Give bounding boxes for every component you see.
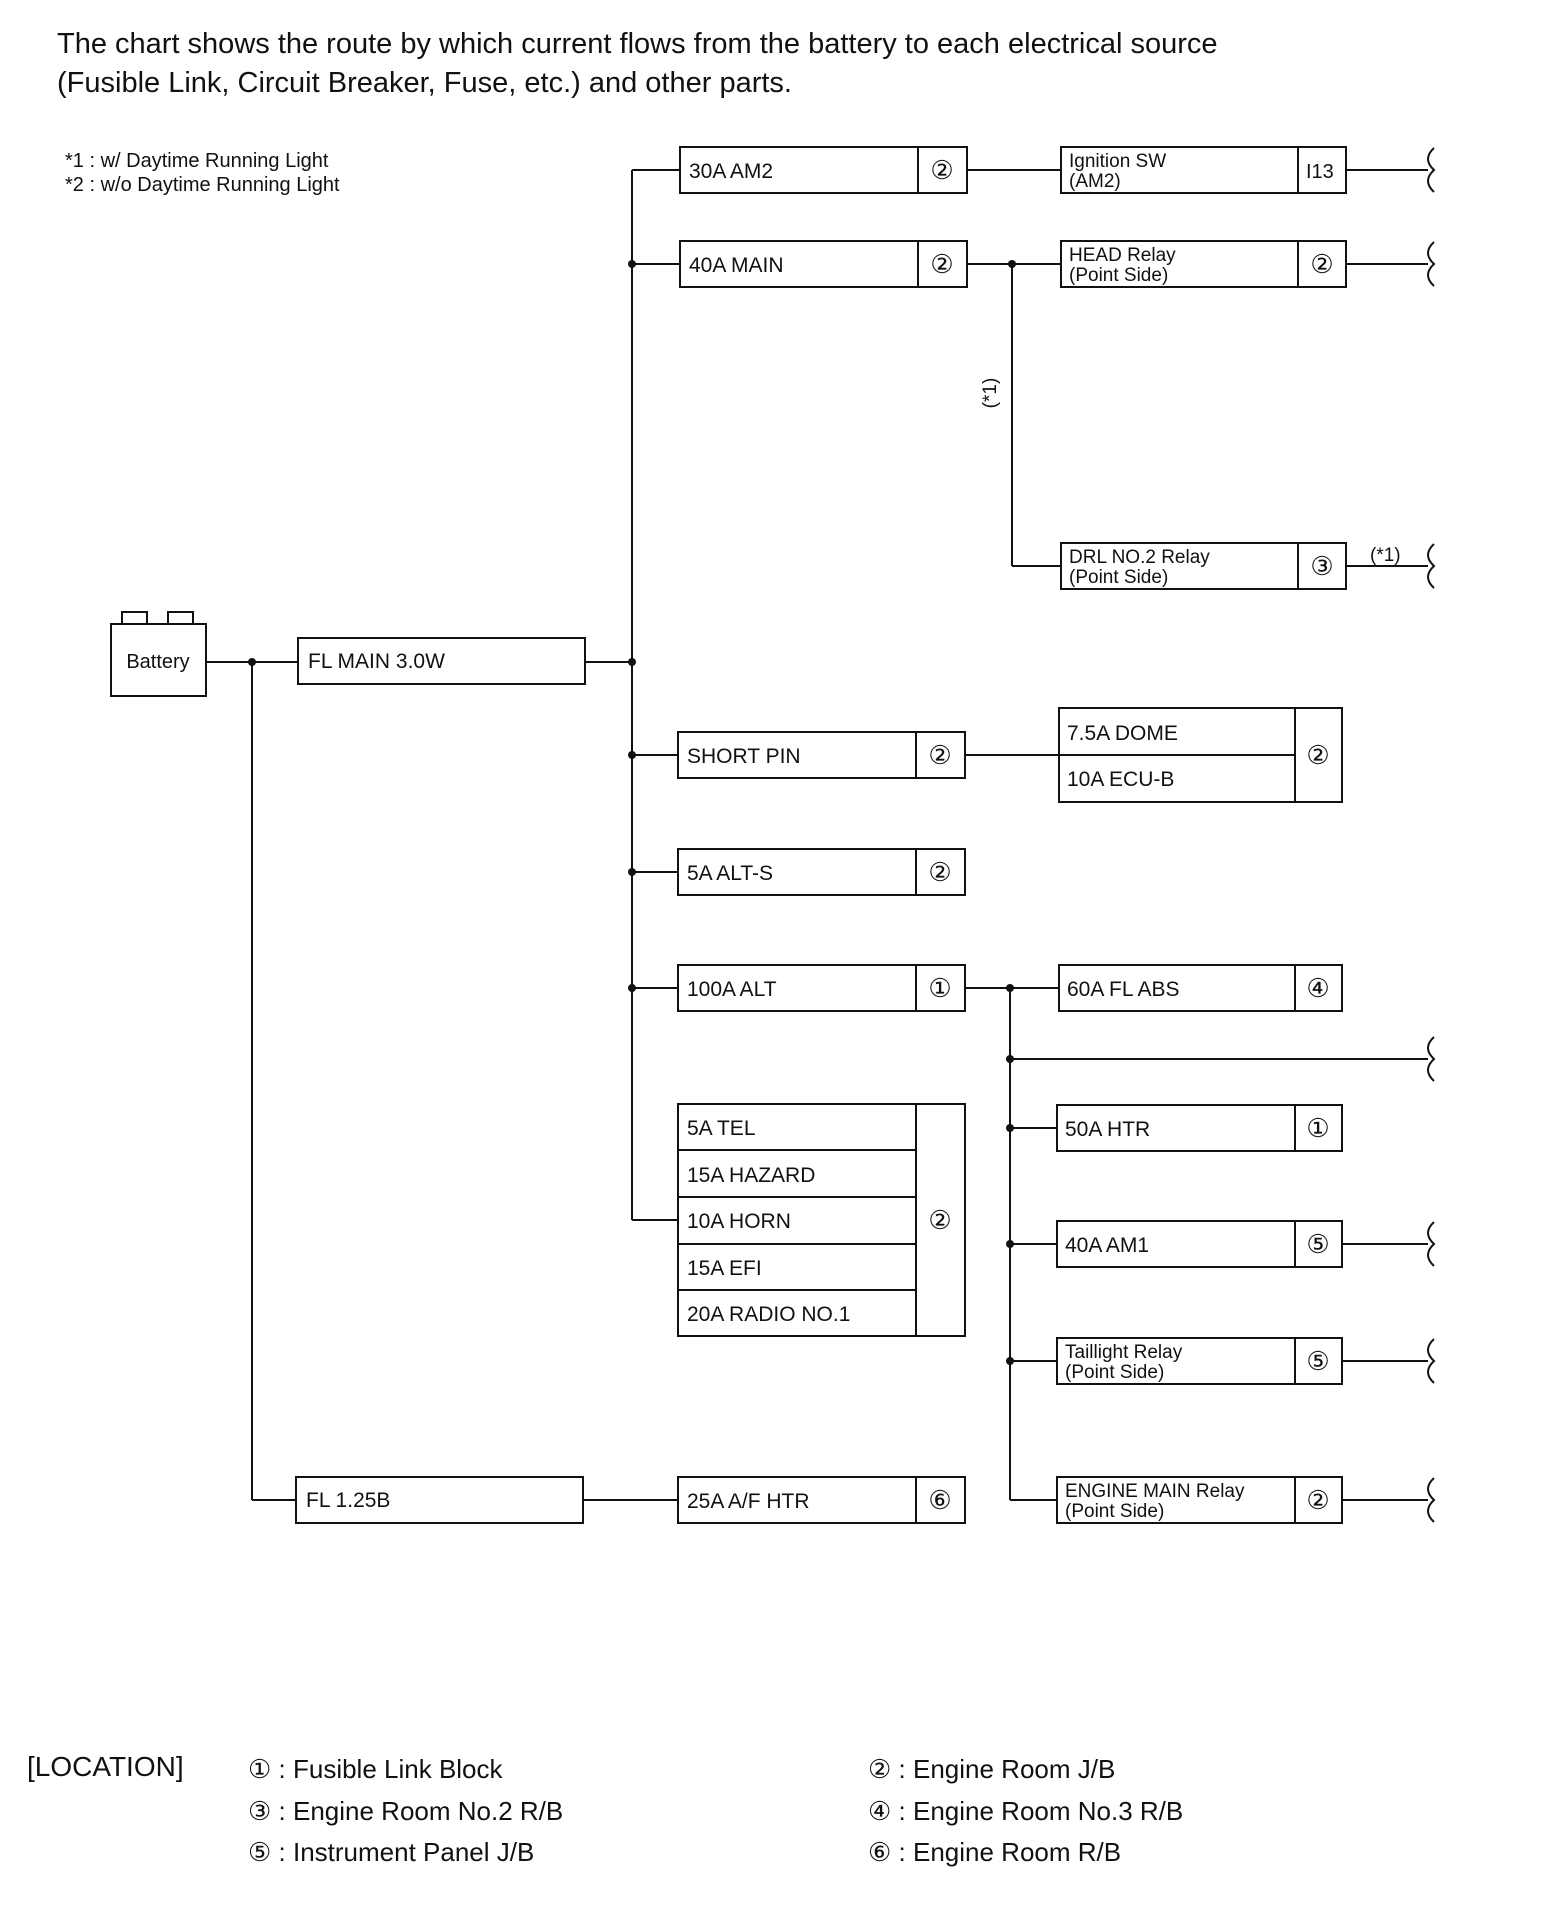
fuse-alt: 100A ALT ① [677,964,966,1012]
drl-relay-location: ③ [1310,551,1333,581]
fl-abs-location: ④ [1306,973,1329,1003]
taillight-relay-location: ⑤ [1306,1346,1329,1376]
dome-group-item: 7.5A DOME [1067,722,1178,745]
fuse-group-item: 15A EFI [687,1257,762,1280]
fuse-group: 5A TEL 15A HAZARD 10A HORN 15A EFI 20A R… [677,1103,966,1337]
fuse-group-item: 10A HORN [687,1210,791,1233]
htr-label: 50A HTR [1065,1118,1150,1141]
taillight-relay-line2: (Point Side) [1065,1362,1164,1383]
dome-group-location: ② [1306,740,1329,770]
drl-relay-line2: (Point Side) [1069,567,1168,588]
fuse-af-htr-location: ⑥ [928,1485,951,1515]
drl-relay-output-note: (*1) [1370,545,1401,566]
note-1: *1 : w/ Daytime Running Light [65,150,329,172]
fl-abs: 60A FL ABS ④ [1058,964,1343,1012]
wires [206,147,1436,1523]
head-relay-location: ② [1310,249,1333,279]
fuse-af-htr-label: 25A A/F HTR [687,1490,810,1513]
drl-relay-line1: DRL NO.2 Relay [1069,547,1210,568]
dome-group: 7.5A DOME 10A ECU-B ② [1058,707,1343,803]
fl-abs-label: 60A FL ABS [1067,978,1179,1001]
head-relay-line2: (Point Side) [1069,265,1168,286]
junction-dots [248,260,1016,1365]
taillight-relay: Taillight Relay (Point Side) ⑤ [1056,1337,1343,1385]
fuse-group-item: 20A RADIO NO.1 [687,1303,850,1326]
location-item: ④ : Engine Room No.3 R/B [868,1796,1183,1826]
ignition-sw-location: I13 [1306,161,1334,183]
fuse-main: 40A MAIN ② [679,240,968,288]
head-relay: HEAD Relay (Point Side) ② [1060,240,1347,288]
fl-125b-label: FL 1.25B [306,1489,390,1512]
drl-relay: DRL NO.2 Relay (Point Side) ③ (*1) [1060,542,1401,590]
ignition-sw: Ignition SW (AM2) I13 [1060,146,1347,194]
engine-main-relay: ENGINE MAIN Relay (Point Side) ② [1056,1476,1343,1524]
fuse-group-item: 5A TEL [687,1117,756,1140]
fuse-alt-s-label: 5A ALT-S [687,862,773,885]
engine-main-relay-line2: (Point Side) [1065,1501,1164,1522]
fuse-group-item: 15A HAZARD [687,1164,815,1187]
header-line-2: (Fusible Link, Circuit Breaker, Fuse, et… [57,67,792,99]
header-line-1: The chart shows the route by which curre… [57,28,1218,60]
fl-125b-box: FL 1.25B [295,1476,584,1524]
fuse-main-label: 40A MAIN [689,254,784,277]
location-item: ⑥ : Engine Room R/B [868,1837,1121,1867]
fuse-alt-s-location: ② [928,857,951,887]
fuse-main-location: ② [930,249,953,279]
engine-main-relay-location: ② [1306,1485,1329,1515]
battery-label: Battery [126,651,189,673]
fuse-short-pin-location: ② [928,740,951,770]
am1-location: ⑤ [1306,1229,1329,1259]
am1: 40A AM1 ⑤ [1056,1220,1343,1268]
location-item: ⑤ : Instrument Panel J/B [248,1837,534,1867]
dome-group-item: 10A ECU-B [1067,768,1174,791]
taillight-relay-line1: Taillight Relay [1065,1342,1183,1363]
fl-main-label: FL MAIN 3.0W [308,650,445,673]
fuse-af-htr: 25A A/F HTR ⑥ [677,1476,966,1524]
fuse-group-location: ② [928,1205,951,1235]
location-item: ② : Engine Room J/B [868,1754,1115,1784]
htr-location: ① [1306,1113,1329,1143]
fuse-short-pin: SHORT PIN ② [677,731,966,779]
head-relay-line1: HEAD Relay [1069,245,1176,266]
fuse-am2: 30A AM2 ② [679,146,968,194]
drl-branch-note: (*1) [980,378,1001,409]
fuse-alt-label: 100A ALT [687,978,777,1001]
location-title: [LOCATION] [27,1751,184,1782]
ignition-sw-line2: (AM2) [1069,171,1121,192]
battery: Battery [110,611,207,697]
ignition-sw-line1: Ignition SW [1069,151,1166,172]
am1-label: 40A AM1 [1065,1234,1149,1257]
fuse-alt-location: ① [928,973,951,1003]
note-2: *2 : w/o Daytime Running Light [65,174,340,196]
fuse-short-pin-label: SHORT PIN [687,745,801,768]
engine-main-relay-line1: ENGINE MAIN Relay [1065,1481,1245,1502]
fl-main-box: FL MAIN 3.0W [297,637,586,685]
fuse-alt-s: 5A ALT-S ② [677,848,966,896]
fuse-am2-location: ② [930,155,953,185]
htr: 50A HTR ① [1056,1104,1343,1152]
location-item: ③ : Engine Room No.2 R/B [248,1796,563,1826]
fuse-am2-label: 30A AM2 [689,160,773,183]
location-item: ① : Fusible Link Block [248,1754,504,1784]
